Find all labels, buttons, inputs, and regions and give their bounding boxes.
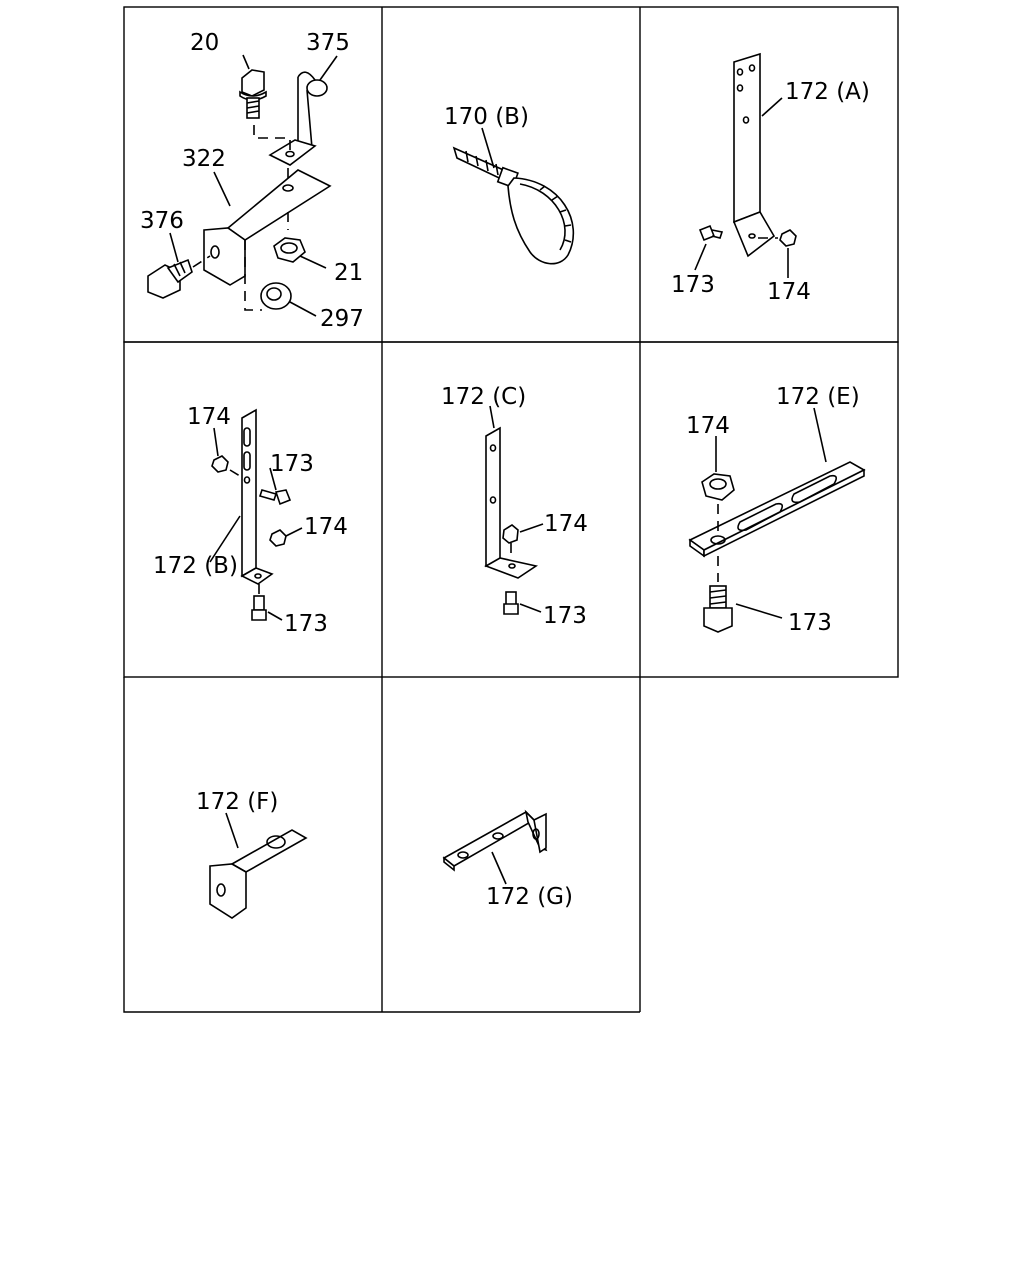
bracket-172b — [240, 408, 274, 585]
bolt-376 — [147, 258, 193, 299]
callout-173-a: 173 — [270, 451, 314, 477]
bracket-172a — [732, 52, 776, 258]
panel-5: 172 (C) 174 173 — [441, 384, 588, 629]
panel-7: 172 (F) — [196, 789, 308, 919]
panel-6: 174 172 (E) 173 — [686, 384, 866, 636]
callout-174: 174 — [686, 413, 730, 439]
callout-297: 297 — [320, 306, 364, 332]
bolt-173 — [698, 224, 724, 242]
nut-174 — [701, 473, 735, 501]
nut-174 — [779, 229, 797, 247]
callout-173: 173 — [543, 603, 587, 629]
callout-170b: 170 (B) — [444, 104, 529, 130]
bracket-375 — [268, 71, 328, 166]
callout-172e: 172 (E) — [776, 384, 860, 410]
callout-172c: 172 (C) — [441, 384, 526, 410]
bracket-172g — [442, 809, 548, 872]
bolt-173-lower — [251, 595, 267, 621]
callout-173: 173 — [788, 610, 832, 636]
nut-174-lower — [269, 529, 287, 547]
bracket-172c — [484, 426, 539, 579]
washer-297 — [260, 282, 292, 310]
grid-row-3 — [123, 677, 640, 1013]
callout-322: 322 — [182, 146, 226, 172]
bolt-173 — [503, 591, 519, 615]
callout-172b: 172 (B) — [153, 553, 238, 579]
panel-grid — [123, 6, 899, 1013]
callout-174: 174 — [767, 279, 811, 305]
bolt-173-upper — [258, 489, 292, 506]
panel-4: 174 173 174 172 (B) 173 — [153, 404, 348, 637]
bracket-322 — [203, 169, 332, 286]
panel-3: 172 (A) 173 174 — [671, 52, 870, 305]
callout-376: 376 — [140, 208, 184, 234]
bracket-172e — [688, 461, 866, 558]
callout-174-b: 174 — [304, 514, 348, 540]
grid-row-2 — [123, 341, 899, 678]
callout-173-b: 173 — [284, 611, 328, 637]
nut-174-upper — [211, 455, 229, 473]
bracket-172f — [209, 829, 308, 919]
panel-1: 20 375 322 376 21 297 — [140, 30, 364, 332]
nut-21 — [273, 237, 306, 263]
callout-21: 21 — [334, 260, 363, 286]
callout-172f: 172 (F) — [196, 789, 278, 815]
bolt-20 — [239, 69, 267, 119]
callout-20: 20 — [190, 30, 219, 56]
callout-174: 174 — [544, 511, 588, 537]
bolt-173 — [703, 585, 733, 633]
panel-2: 170 (B) — [444, 104, 575, 265]
panel-8: 172 (G) — [442, 809, 573, 910]
cable-tie-170b — [452, 146, 575, 265]
callout-172g: 172 (G) — [486, 884, 573, 910]
nut-174 — [502, 524, 519, 544]
callout-375: 375 — [306, 30, 350, 56]
callout-172a: 172 (A) — [785, 79, 870, 105]
callout-173: 173 — [671, 272, 715, 298]
callout-174-a: 174 — [187, 404, 231, 430]
